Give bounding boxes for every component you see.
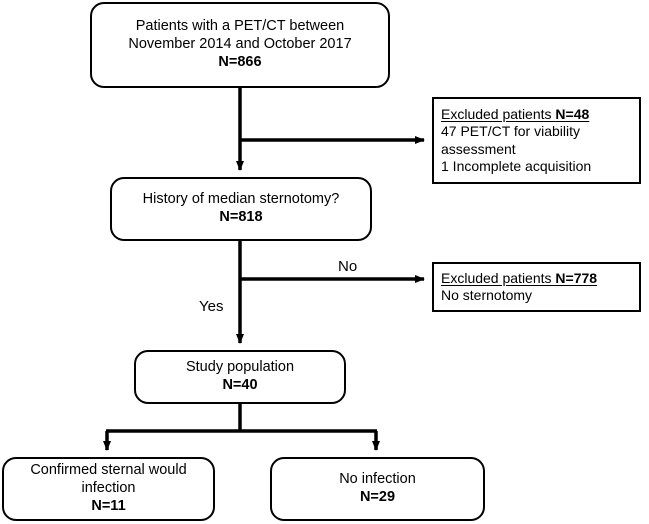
study-population-line-1: Study population xyxy=(185,359,295,376)
node-decision-sternotomy: History of median sternotomy? N=818 xyxy=(110,177,372,241)
outcome-infection-line-2: infection xyxy=(81,480,136,497)
excluded-2-heading-count: N=778 xyxy=(555,269,598,286)
node-excluded-patients-2: Excluded patients N=778 No sternotomy xyxy=(432,262,641,312)
excluded-1-heading-text: Excluded patients xyxy=(441,106,552,123)
decision-count: N=818 xyxy=(219,209,263,225)
excluded-2-heading-text: Excluded patients xyxy=(441,269,552,286)
excluded-1-heading: Excluded patients N=48 xyxy=(441,106,589,123)
node-excluded-patients-1: Excluded patients N=48 47 PET/CT for via… xyxy=(432,97,641,184)
excluded-2-heading: Excluded patients N=778 xyxy=(441,270,597,287)
edge-label-no: No xyxy=(338,258,358,275)
node-study-population: Study population N=40 xyxy=(134,350,346,404)
excluded-1-heading-count: N=48 xyxy=(555,106,590,123)
outcome-no-infection-count: N=29 xyxy=(359,489,396,505)
excluded-1-line-3: 1 Incomplete acquisition xyxy=(441,157,592,174)
node-outcome-no-infection: No infection N=29 xyxy=(270,457,485,521)
node-enrollment: Patients with a PET/CT between November … xyxy=(90,2,390,88)
edge-label-yes: Yes xyxy=(199,298,224,315)
study-population-count: N=40 xyxy=(222,377,258,393)
outcome-infection-count: N=11 xyxy=(91,497,126,514)
decision-line-1: History of median sternotomy? xyxy=(142,191,340,208)
excluded-1-line-2: assessment xyxy=(441,140,516,157)
excluded-1-line-1: 47 PET/CT for viability xyxy=(441,123,581,140)
excluded-2-line-1: No sternotomy xyxy=(441,287,533,303)
outcome-no-infection-line-1: No infection xyxy=(339,471,416,488)
node-outcome-sternal-wound-infection: Confirmed sternal would infection N=11 xyxy=(2,457,215,521)
enrollment-line-1: Patients with a PET/CT between xyxy=(135,18,345,35)
enrollment-count: N=866 xyxy=(218,53,262,70)
enrollment-line-2: November 2014 and October 2017 xyxy=(128,36,352,53)
outcome-infection-line-1: Confirmed sternal would xyxy=(30,462,187,479)
